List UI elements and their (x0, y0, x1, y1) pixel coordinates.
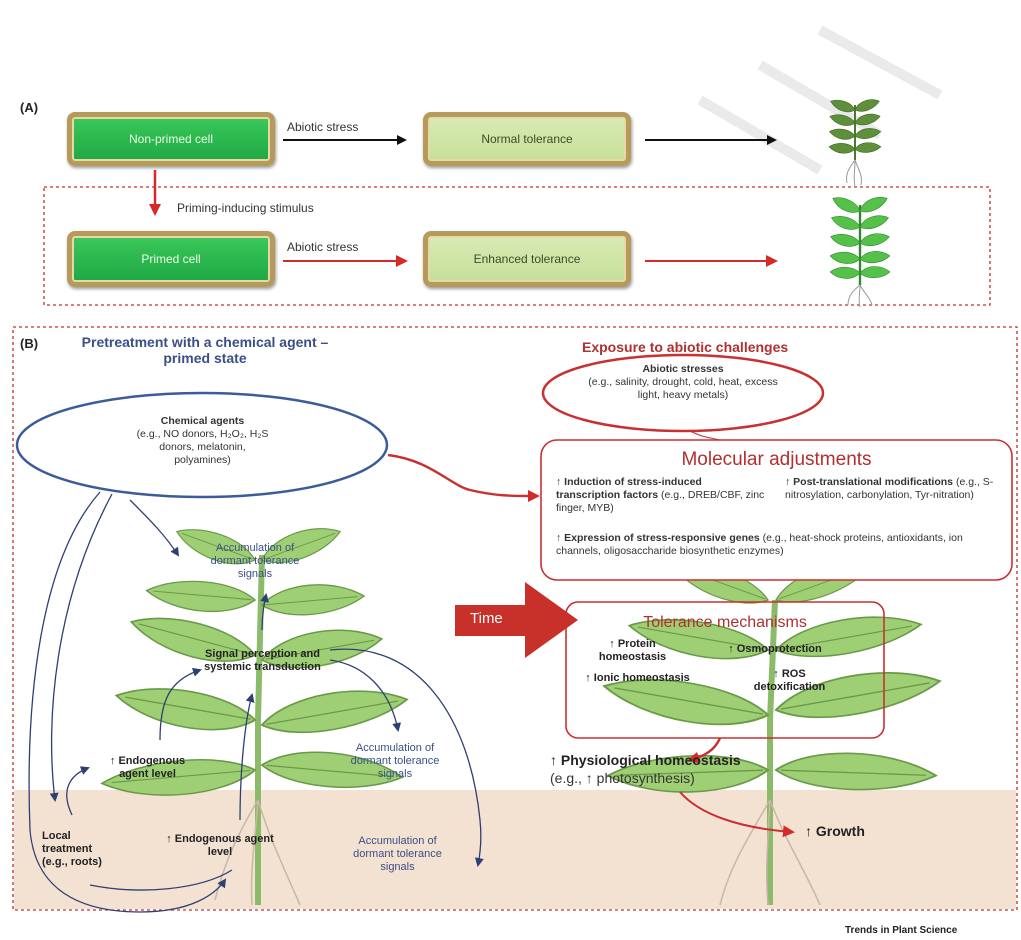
endogenous-bottom-label: ↑ Endogenous agent level (166, 833, 274, 858)
mol-ptm: ↑ Post-translational modifications (e.g.… (785, 476, 1007, 502)
watermark (697, 25, 943, 175)
panel-a-label: (A) (20, 100, 39, 115)
abiotic-stresses-ellipse (541, 353, 825, 433)
mol-expr: ↑ Expression of stress-responsive genes … (556, 532, 1006, 558)
abiotic-stresses-body: (e.g., salinity, drought, cold, heat, ex… (588, 376, 778, 401)
abiotic-stresses-title: Abiotic stresses (642, 363, 724, 375)
local-treatment-label: Local treatment (e.g., roots) (42, 830, 102, 868)
tolerance-box (565, 601, 885, 739)
mol-ptm-bold: ↑ Post-translational modifications (785, 476, 954, 488)
arrow-signal-to-accum-bottom (329, 648, 484, 867)
mol-expr-bold: ↑ Expression of stress-responsive genes (556, 532, 760, 544)
pretreatment-header-line-2: primed state (163, 350, 247, 366)
molecular-title: Molecular adjustments (681, 449, 872, 470)
plant-right (599, 550, 945, 906)
chemical-agents-ellipse (15, 391, 389, 499)
plant-left (99, 517, 412, 906)
priming-stimulus-label: Priming-inducing stimulus (177, 201, 314, 215)
tol-protein: ↑ Protein homeostasis (598, 638, 667, 663)
arrow-local-to-endo (66, 766, 90, 816)
arrow-endo-to-signal (159, 667, 202, 741)
non-primed-cell-box: Non-primed cell (67, 112, 275, 166)
chemical-agents-line-2: donors, melatonin, (159, 441, 246, 453)
abiotic-stress-label-1: Abiotic stress (287, 120, 359, 134)
arrow-signal-to-accum-mid (329, 659, 402, 732)
pretreatment-header-line-1: Pretreatment with a chemical agent – (81, 334, 329, 350)
primed-cell-label: Primed cell (141, 252, 201, 266)
chemical-agents-text: Chemical agents (e.g., NO donors, H₂O₂, … (80, 415, 325, 467)
arrow-signal-to-accum (260, 593, 270, 631)
physio-title: ↑ Physiological homeostasis (550, 752, 741, 768)
molecular-box (540, 439, 1013, 581)
arrow-left-loop (28, 491, 227, 913)
mol-induction: ↑ Induction of stress-induced transcript… (556, 476, 766, 515)
primed-cell-box: Primed cell (67, 231, 275, 287)
tol-ros: ↑ ROS detoxification (753, 668, 826, 693)
plant-normal (828, 95, 882, 188)
arrow-endo-bottom-to-signal (239, 693, 255, 821)
accum-bottom-label: Accumulation of dormant tolerance signal… (353, 835, 442, 873)
arrow-tolerance-to-physio (687, 737, 722, 764)
mol-induction-rest: (e.g., DREB/CBF, zinc finger, MYB) (556, 489, 765, 514)
chemical-agents-line-3: polyamines) (174, 454, 231, 466)
abiotic-stresses-text: Abiotic stresses (e.g., salinity, drough… (578, 363, 788, 402)
tolerance-title: Tolerance mechanisms (643, 614, 807, 631)
non-primed-cell-label: Non-primed cell (128, 132, 214, 146)
mol-induction-bold: ↑ Induction of stress-induced transcript… (556, 476, 702, 501)
normal-tolerance-box: Normal tolerance (423, 112, 631, 166)
journal-footer: Trends in Plant Science (845, 925, 958, 936)
panel-b-frame (12, 326, 1018, 911)
mol-ptm-rest: (e.g., S-nitrosylation, carbonylation, T… (785, 476, 994, 501)
time-label: Time (470, 610, 503, 627)
chemical-agents-title: Chemical agents (160, 415, 245, 427)
accum-mid-label: Accumulation of dormant tolerance signal… (350, 742, 440, 780)
soil (14, 790, 1016, 909)
tol-ionic: ↑ Ionic homeostasis (585, 672, 690, 684)
arrow-chemical-to-molecular (387, 453, 540, 502)
pretreatment-header: Pretreatment with a chemical agent – pri… (55, 334, 355, 366)
plant-enhanced (829, 192, 891, 308)
accum-top-label: Accumulation of dormant tolerance signal… (210, 542, 300, 580)
arrow-ellipse-to-local (49, 493, 113, 802)
endogenous-left-label: ↑ Endogenous agent level (109, 755, 186, 780)
enhanced-tolerance-box: Enhanced tolerance (423, 231, 631, 287)
enhanced-tolerance-label: Enhanced tolerance (473, 252, 581, 266)
arrow-physio-to-growth (679, 791, 795, 838)
chemical-agents-line-1: (e.g., NO donors, H₂O₂, H₂S (136, 428, 269, 440)
mol-expr-rest: (e.g., heat-shock proteins, antioxidants… (556, 532, 963, 557)
normal-tolerance-label: Normal tolerance (481, 132, 573, 146)
abiotic-stress-label-2: Abiotic stress (287, 240, 359, 254)
growth-label: ↑ Growth (805, 823, 865, 839)
panel-b-label: (B) (20, 336, 39, 351)
primed-dotted-box (43, 186, 991, 306)
signal-perception-label: Signal perception and systemic transduct… (204, 648, 321, 673)
physio-body: (e.g., ↑ photosynthesis) (550, 770, 695, 786)
arrow-ellipse-to-accum (129, 499, 180, 557)
time-arrow (455, 582, 578, 658)
tol-osmo: ↑ Osmoprotection (728, 643, 822, 655)
exposure-header: Exposure to abiotic challenges (582, 339, 789, 355)
